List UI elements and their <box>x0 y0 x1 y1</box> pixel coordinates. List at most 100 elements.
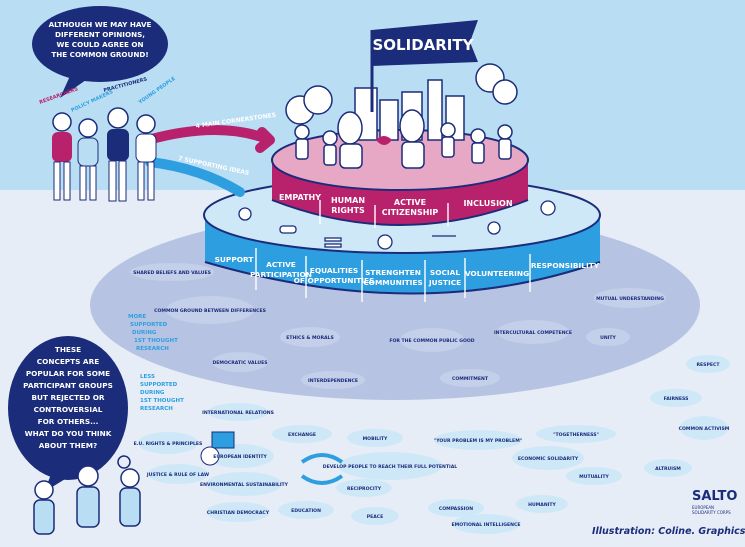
less-supported-concept: E.U. RIGHTS & PRINCIPLES <box>134 441 203 447</box>
more-supported-concept: COMMON GROUND BETWEEN DIFFERENCES <box>154 308 266 314</box>
speech-bubble-line: THE COMMON GROUND! <box>51 50 148 59</box>
less-supported-concept: FAIRNESS <box>664 396 689 402</box>
less-supported-concept: PEACE <box>367 514 384 520</box>
salto-logo-sub-2: SOLIDARITY CORPS <box>692 510 731 515</box>
less-supported-bubble <box>272 425 332 443</box>
salto-logo: SALTO EUROPEAN SOLIDARITY CORPS <box>692 489 737 515</box>
less-supported-concept: ECONOMIC SOLIDARITY <box>518 456 579 462</box>
question-bubble-line: CONTROVERSIAL <box>34 405 103 414</box>
cornerstone-label: EMPATHY <box>279 193 321 202</box>
explorers-drawing <box>33 455 141 535</box>
less-supported-concept: JUSTICE & RULE OF LAW <box>146 472 209 478</box>
less-supported-bubble <box>206 502 270 522</box>
more-supported-concept: SHARED BELIEFS AND VALUES <box>133 270 211 276</box>
less-supported-concept: EUROPEAN IDENTITY <box>213 454 267 460</box>
question-bubble-line: WHAT DO YOU THINK <box>25 429 112 438</box>
arrows <box>143 125 275 197</box>
supporting-ideas-icons <box>238 200 556 250</box>
less-supported-concept: RESPECT <box>697 362 721 368</box>
less-supported-concept: COMMON ACTIVISM <box>679 426 730 432</box>
more-supported-bubble <box>166 296 254 324</box>
supporting-idea-label: SUPPORT <box>215 255 254 264</box>
less-supported-concept: ENVIRONMENTAL SUSTAINABILITY <box>200 482 289 488</box>
question-bubble-line: CONCEPTS ARE <box>37 357 99 366</box>
more-supported-bubble <box>586 328 630 346</box>
more-supported-bubble <box>440 369 500 387</box>
supporting-idea-label: RESPONSIBILITY <box>531 261 600 270</box>
solidarity-title: SOLIDARITY <box>373 36 475 54</box>
supporting-ideas-arrow <box>145 157 245 197</box>
question-bubble-line: ABOUT THEM? <box>39 441 97 450</box>
more-supported-concept: ETHICS & MORALS <box>286 335 334 341</box>
less-supported-bubble <box>566 467 622 485</box>
helping-hand-icon <box>238 207 252 221</box>
more-supported-bubble <box>280 327 340 347</box>
less-supported-concept: EXCHANGE <box>288 432 316 438</box>
more-supported-concept: UNITY <box>600 335 616 341</box>
question-bubble-line: FOR OTHERS... <box>38 417 99 426</box>
question-bubble-line: PARTICIPANT GROUPS <box>23 381 113 390</box>
more-supported-concept: INTERCULTURAL COMPETENCE <box>494 330 572 336</box>
less-supported-bubble <box>434 430 522 450</box>
more-supported-concept: DEMOCRATIC VALUES <box>212 360 267 366</box>
supporting-idea-label: VOLUNTEERING <box>465 269 529 278</box>
salto-logo-sub-1: EUROPEAN <box>692 505 714 510</box>
speech-bubble-line: ALTHOUGH WE MAY HAVE <box>49 20 152 29</box>
less-supported-bubbles <box>130 263 730 534</box>
globe-icon <box>200 446 220 466</box>
less-supported-label-line: DURING <box>140 390 165 396</box>
less-supported-bubble <box>351 507 399 525</box>
more-supported-bubble <box>400 328 464 352</box>
less-supported-bubble <box>208 403 268 421</box>
less-supported-concept: INTERNATIONAL RELATIONS <box>202 410 274 416</box>
responsibility-icon <box>540 200 556 216</box>
more-supported-label-line: 1ST THOUGHT <box>134 338 178 344</box>
speech-bubble-shape <box>32 6 168 98</box>
less-supported-label-line: RESEARCH <box>140 406 173 412</box>
equals-icon <box>324 237 342 242</box>
less-supported-label-line: SUPPORTED <box>140 382 178 388</box>
less-supported-concept: RECIPROCITY <box>347 486 382 492</box>
less-supported-label-line: LESS <box>140 374 155 380</box>
heart-icon <box>376 136 392 145</box>
more-supported-concept: INTERDEPENDENCE <box>308 378 358 384</box>
eu-flag-icon <box>211 431 235 449</box>
cornerstone-label: INCLUSION <box>463 199 512 208</box>
crowd-drawing <box>294 109 513 169</box>
less-supported-concept: ALTRUISM <box>655 466 681 472</box>
more-supported-label-line: SUPPORTED <box>130 322 168 328</box>
less-supported-bubble <box>516 495 568 513</box>
more-supported-label-line: DURING <box>132 330 157 336</box>
community-icon <box>377 234 393 250</box>
more-supported-bubble <box>497 320 569 344</box>
question-bubble-line: BUT REJECTED OR <box>31 393 104 402</box>
less-supported-bubble <box>650 389 702 407</box>
volunteer-icon <box>487 221 501 235</box>
question-bubble-line: POPULAR FOR SOME <box>26 369 110 378</box>
less-supported-bubble <box>644 459 692 477</box>
question-bubble-line: THESE <box>55 345 81 354</box>
less-supported-bubble <box>512 446 584 470</box>
less-supported-concept: DEVELOP PEOPLE TO REACH THEIR FULL POTEN… <box>323 464 457 470</box>
less-supported-label-line: 1ST THOUGHT <box>140 398 184 404</box>
less-supported-bubble <box>686 355 730 373</box>
less-supported-bubble <box>138 432 198 454</box>
salto-logo-text: SALTO <box>692 489 737 504</box>
less-supported-concept: HUMANITY <box>528 502 556 508</box>
less-supported-concept: MUTUALITY <box>579 474 609 480</box>
more-supported-label-line: RESEARCH <box>136 346 169 352</box>
more-supported-bubble <box>212 352 268 372</box>
less-supported-concept: "TOGETHERNESS" <box>553 432 599 438</box>
more-supported-bubble <box>301 371 365 389</box>
recycle-arrows-icon <box>300 453 344 485</box>
less-supported-concept: CHRISTIAN DEMOCRACY <box>207 510 270 516</box>
less-supported-bubble <box>206 472 282 496</box>
